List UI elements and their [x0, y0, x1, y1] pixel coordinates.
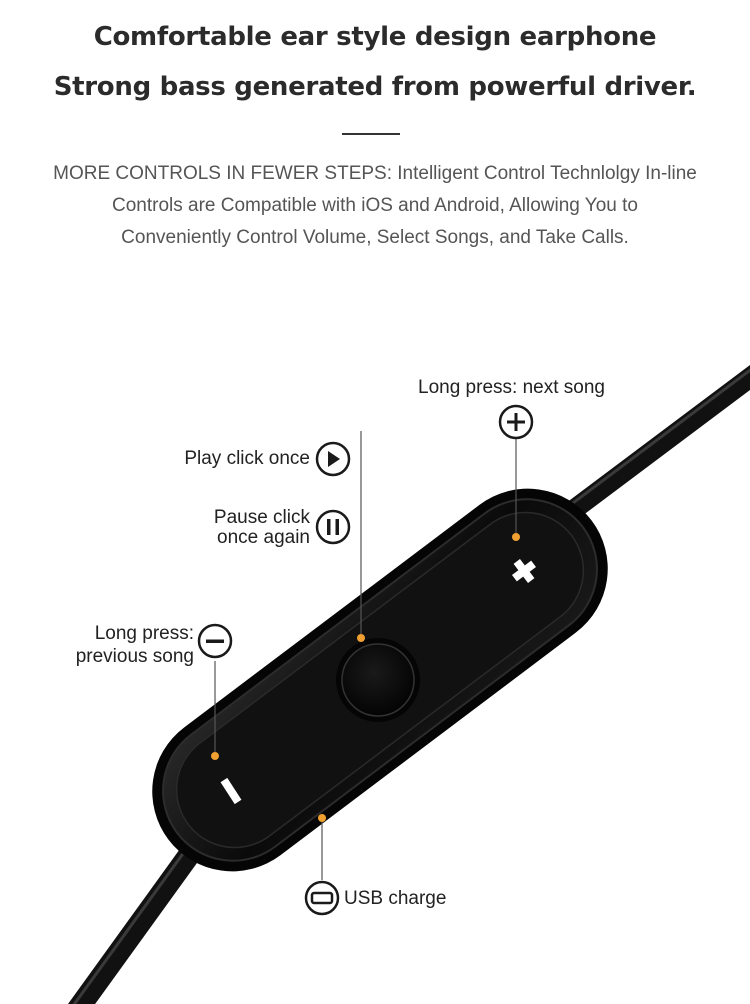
minus-circle-icon — [197, 623, 233, 659]
headline-comfortable: Comfortable ear style design earphone — [93, 22, 657, 52]
callout-dots — [211, 533, 520, 822]
label-prev-line-1: Long press: — [94, 623, 194, 644]
divider-rule — [342, 133, 400, 135]
description-line-2: Controls are Compatible with iOS and And… — [112, 195, 638, 216]
label-pause-line-2: once again — [217, 527, 310, 548]
label-pause: Pause click once again — [150, 508, 310, 548]
description-line-1: MORE CONTROLS IN FEWER STEPS: Intelligen… — [53, 163, 697, 184]
label-pause-line-1: Pause click — [213, 507, 310, 528]
usb-port-icon — [304, 880, 340, 916]
earphone-cable — [67, 365, 750, 1004]
headline-strong-bass: Strong bass generated from powerful driv… — [53, 72, 697, 102]
center-button — [336, 638, 420, 722]
play-circle-icon — [315, 441, 351, 477]
leader-lines — [214, 431, 517, 880]
label-usb-charge: USB charge — [344, 888, 447, 909]
feature-description: MORE CONTROLS IN FEWER STEPS: Intelligen… — [30, 158, 720, 254]
label-play: Play click once — [184, 448, 310, 469]
label-next-song: Long press: next song — [418, 377, 605, 398]
plus-circle-icon — [498, 404, 534, 440]
description-line-3: Conveniently Control Volume, Select Song… — [121, 227, 629, 248]
remote-minus-mark — [220, 777, 242, 805]
pause-circle-icon — [315, 509, 351, 545]
label-previous-song: Long press: previous song — [40, 622, 194, 668]
remote-plus-mark — [512, 559, 536, 583]
label-prev-line-2: previous song — [75, 646, 194, 667]
